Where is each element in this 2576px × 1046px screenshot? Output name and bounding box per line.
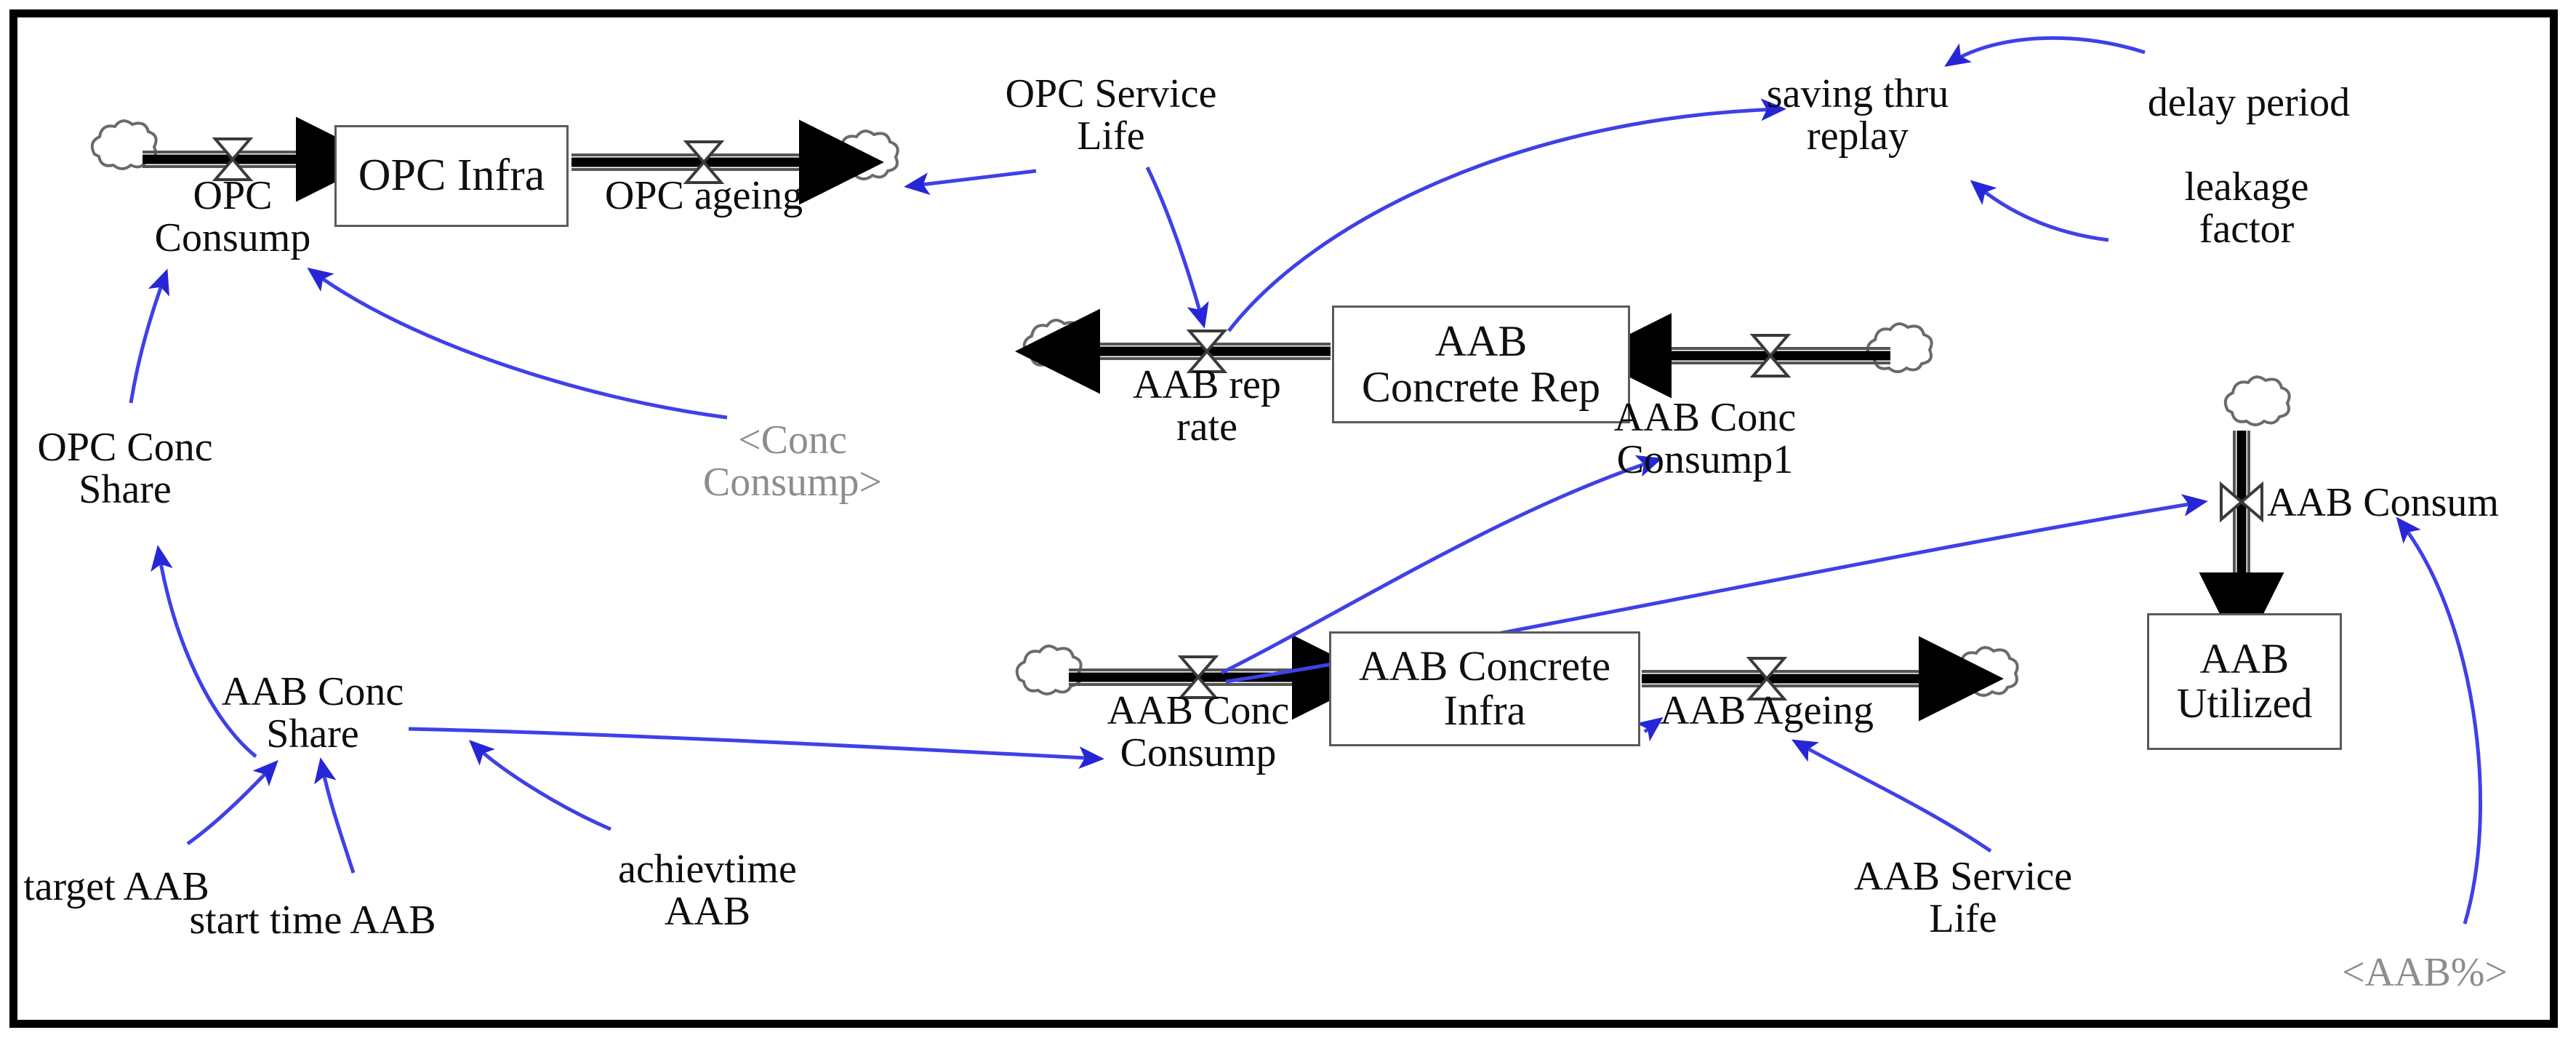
flow-label-aab-rep-rate[interactable]: AAB rep rate <box>1133 362 1281 450</box>
variable-start-time-aab[interactable]: start time AAB <box>189 898 436 943</box>
flow-label-opc-ageing[interactable]: OPC ageing <box>604 173 803 218</box>
variable-opc-conc-share[interactable]: OPC Conc Share <box>37 425 213 513</box>
stock-aab-utilized[interactable]: AAB Utilized <box>2147 613 2342 750</box>
ghost-variable-aab-percent[interactable]: <AAB%> <box>2341 950 2508 995</box>
stock-aab-concrete-rep-label: AAB Concrete Rep <box>1361 317 1601 411</box>
ghost-variable-conc-consump[interactable]: <Conc Consump> <box>702 418 883 506</box>
variable-aab-conc-share[interactable]: AAB Conc Share <box>221 669 404 757</box>
variable-delay-period[interactable]: delay period <box>2147 80 2351 125</box>
flow-label-aab-conc-consump[interactable]: AAB Conc Consump <box>1107 688 1290 776</box>
variable-opc-service-life[interactable]: OPC Service Life <box>1005 71 1217 159</box>
variable-target-aab[interactable]: target AAB <box>23 864 209 909</box>
stock-aab-concrete-infra-label: AAB Concrete Infra <box>1358 642 1611 734</box>
stock-opc-infra[interactable]: OPC Infra <box>334 125 569 227</box>
flow-label-opc-consump[interactable]: OPC Consump <box>154 173 311 261</box>
stock-opc-infra-label: OPC Infra <box>358 151 545 201</box>
flow-label-aab-consum[interactable]: AAB Consum <box>2267 480 2499 525</box>
stock-aab-utilized-label: AAB Utilized <box>2176 635 2313 727</box>
variable-achievtime-aab[interactable]: achievtime AAB <box>618 847 797 935</box>
variable-saving-thru-replay[interactable]: saving thru replay <box>1766 71 1949 159</box>
variable-leakage-factor[interactable]: leakage factor <box>2184 164 2309 252</box>
flow-label-aab-ageing[interactable]: AAB Ageing <box>1660 688 1874 733</box>
variable-aab-service-life[interactable]: AAB Service Life <box>1853 854 2073 942</box>
flow-label-aab-conc-consump1[interactable]: AAB Conc Consump1 <box>1613 395 1797 483</box>
stock-aab-concrete-rep[interactable]: AAB Concrete Rep <box>1332 306 1630 423</box>
stock-aab-concrete-infra[interactable]: AAB Concrete Infra <box>1329 631 1640 746</box>
